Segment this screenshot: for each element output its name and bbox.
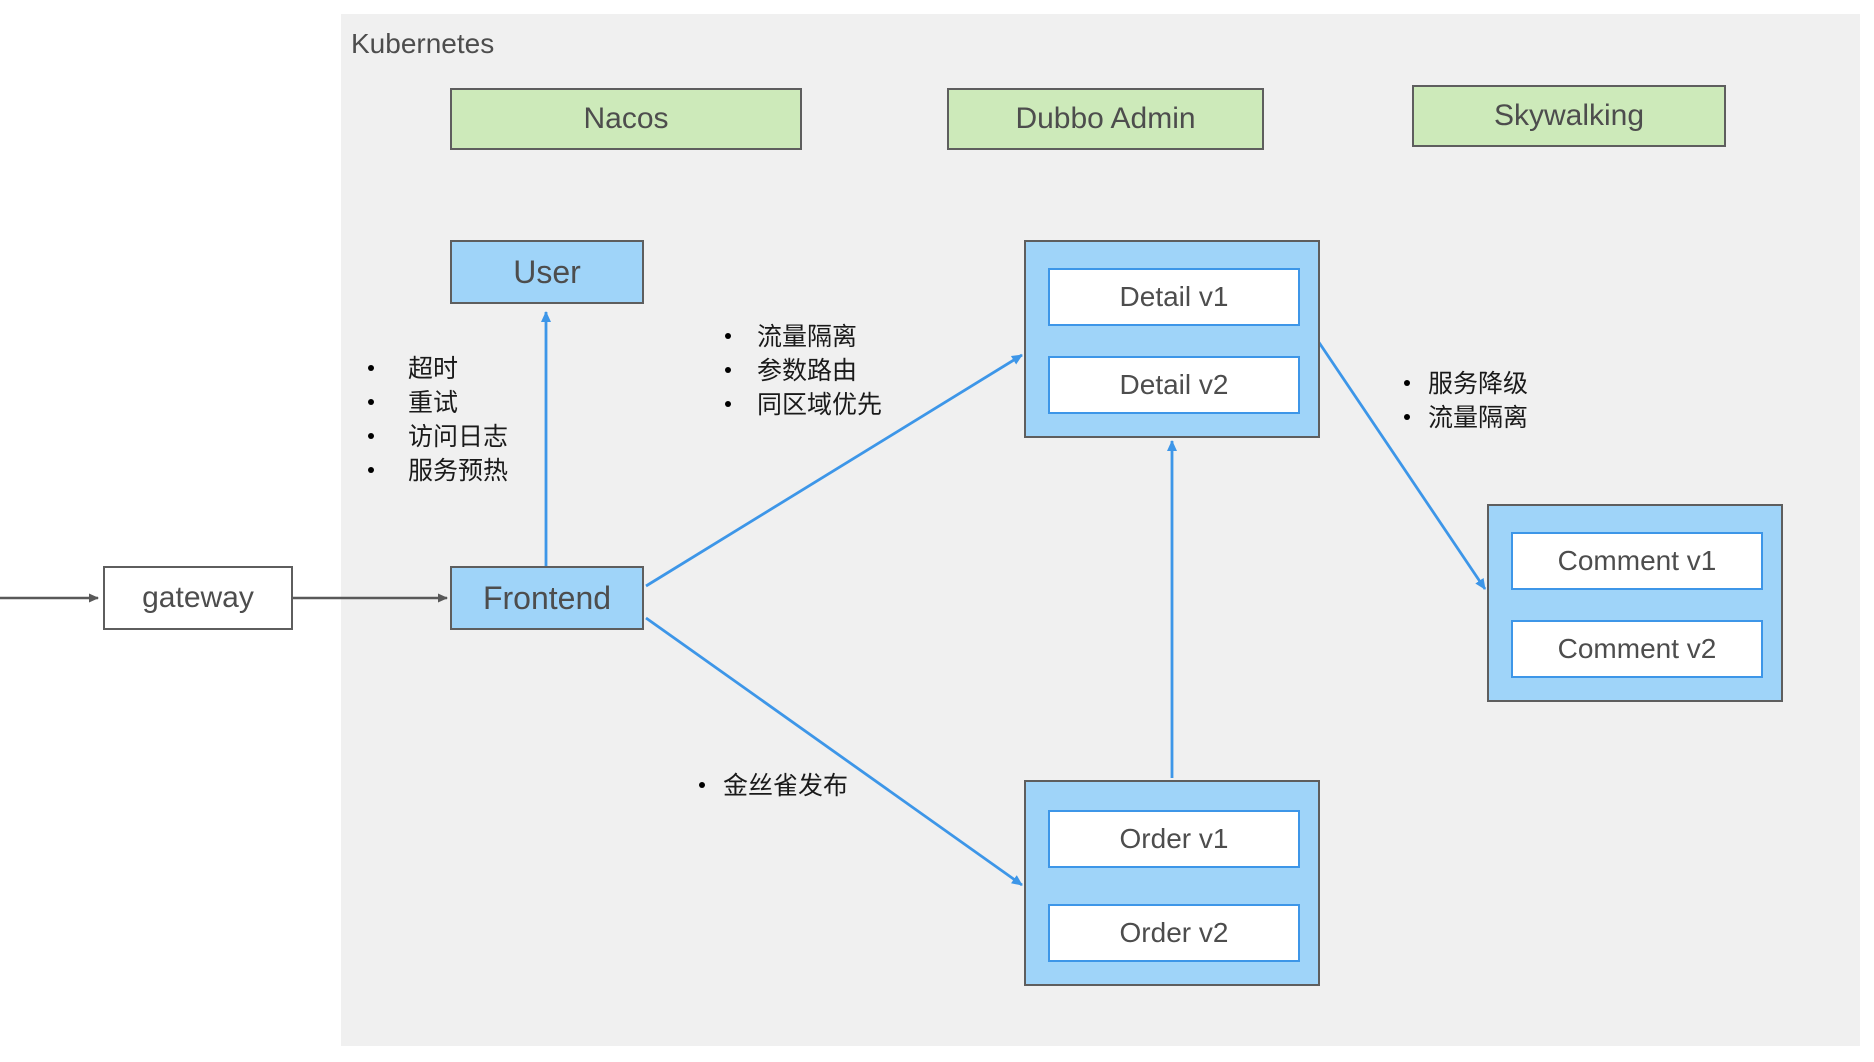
annotation-text: 金丝雀发布 — [723, 773, 849, 800]
node-label: Frontend — [482, 579, 612, 616]
annotation-text: 同区域优先 — [757, 392, 883, 419]
annotation-gateway-to-frontend: 超时 重试 访问日志 服务预热 — [368, 353, 508, 489]
bullet-icon — [725, 333, 731, 339]
service-version-label: Order v1 — [1119, 823, 1229, 854]
annotation-text: 重试 — [408, 390, 459, 417]
annotation-text: 流量隔离 — [757, 324, 858, 351]
annotation-item: 同区域优先 — [725, 389, 882, 423]
annotation-item: 访问日志 — [368, 421, 508, 455]
service-version-order-v2[interactable]: Order v2 — [1048, 904, 1300, 962]
bullet-icon — [368, 467, 374, 473]
platform-service-skywalking[interactable]: Skywalking — [1412, 85, 1726, 147]
kubernetes-cluster-label: Kubernetes — [351, 28, 495, 59]
service-version-detail-v2[interactable]: Detail v2 — [1048, 356, 1300, 414]
service-version-comment-v1[interactable]: Comment v1 — [1511, 532, 1763, 590]
service-version-label: Order v2 — [1119, 917, 1229, 948]
annotation-detail-to-comment: 服务降级 流量隔离 — [1404, 368, 1528, 436]
service-group-comment[interactable]: Comment v1 Comment v2 — [1487, 504, 1783, 702]
service-group-order[interactable]: Order v1 Order v2 — [1024, 780, 1320, 986]
service-version-label: Comment v1 — [1557, 545, 1717, 576]
bullet-icon — [1404, 380, 1410, 386]
bullet-icon — [1404, 414, 1410, 420]
bullet-icon — [699, 782, 705, 788]
annotation-frontend-to-detail: 流量隔离 参数路由 同区域优先 — [725, 321, 882, 423]
annotation-item: 参数路由 — [725, 355, 882, 389]
platform-service-nacos[interactable]: Nacos — [450, 88, 802, 150]
annotation-item: 流量隔离 — [1404, 402, 1528, 436]
platform-service-label: Skywalking — [1493, 99, 1645, 132]
bullet-icon — [725, 367, 731, 373]
annotation-text: 服务降级 — [1428, 371, 1529, 398]
node-user[interactable]: User — [450, 240, 644, 304]
annotation-frontend-to-order: 金丝雀发布 — [699, 770, 848, 804]
annotation-text: 超时 — [408, 356, 459, 383]
service-version-detail-v1[interactable]: Detail v1 — [1048, 268, 1300, 326]
platform-service-dubbo-admin[interactable]: Dubbo Admin — [947, 88, 1264, 150]
node-label: gateway — [142, 581, 254, 614]
service-version-comment-v2[interactable]: Comment v2 — [1511, 620, 1763, 678]
bullet-icon — [725, 401, 731, 407]
annotation-text: 流量隔离 — [1428, 405, 1529, 432]
service-group-detail[interactable]: Detail v1 Detail v2 — [1024, 240, 1320, 438]
annotation-text: 访问日志 — [408, 424, 509, 451]
node-frontend[interactable]: Frontend — [450, 566, 644, 630]
annotation-text: 参数路由 — [757, 358, 858, 385]
service-version-label: Detail v1 — [1119, 281, 1229, 312]
node-gateway[interactable]: gateway — [103, 566, 293, 630]
annotation-item: 服务预热 — [368, 455, 508, 489]
bullet-icon — [368, 433, 374, 439]
bullet-icon — [368, 399, 374, 405]
platform-service-label: Nacos — [583, 102, 669, 135]
bullet-icon — [368, 365, 374, 371]
annotation-item: 超时 — [368, 353, 508, 387]
annotation-item: 金丝雀发布 — [699, 770, 848, 804]
service-version-label: Detail v2 — [1119, 369, 1229, 400]
platform-service-label: Dubbo Admin — [1015, 102, 1196, 135]
node-label: User — [513, 253, 581, 290]
annotation-item: 重试 — [368, 387, 508, 421]
annotation-item: 流量隔离 — [725, 321, 882, 355]
service-version-label: Comment v2 — [1557, 633, 1717, 664]
service-version-order-v1[interactable]: Order v1 — [1048, 810, 1300, 868]
annotation-text: 服务预热 — [408, 458, 509, 485]
annotation-item: 服务降级 — [1404, 368, 1528, 402]
